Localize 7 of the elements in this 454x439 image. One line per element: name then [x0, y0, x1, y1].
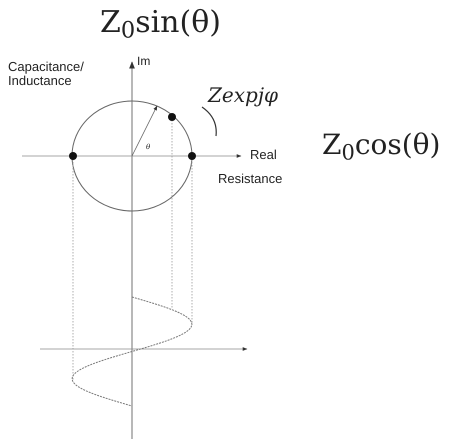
sine-formula: Z$_{0}$sin(θ): [100, 6, 221, 44]
axis-label: Capacitance/ Inductance: [8, 60, 85, 89]
axis-label: Resistance: [218, 172, 282, 186]
phasor-formula: Zexpjφ: [208, 84, 278, 106]
axis-label: Real: [250, 148, 277, 162]
cosine-formula: Z$_{0}$cos(θ): [322, 130, 440, 164]
axis-label: Im: [137, 55, 150, 68]
